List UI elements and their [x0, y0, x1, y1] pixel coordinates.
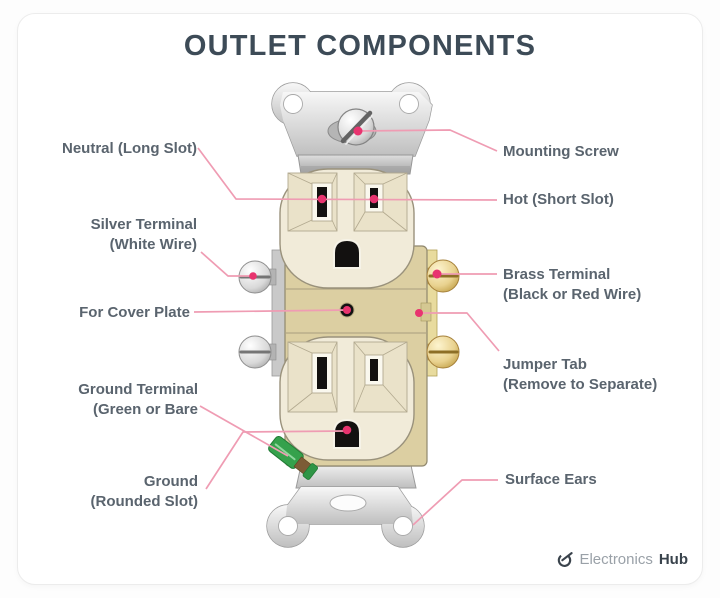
surface-ear-hole: [278, 516, 298, 536]
neutral-slot: [317, 357, 327, 389]
label-neutral-long-slot: Neutral (Long Slot): [62, 140, 197, 157]
strap-ear-hole: [399, 94, 419, 114]
leader-line-silver-terminal: [200, 251, 251, 277]
ground-slot: [333, 238, 361, 269]
label-for-cover-plate: For Cover Plate: [79, 304, 190, 321]
marker-dots: [249, 126, 442, 435]
leader-line-surface-ears: [412, 479, 498, 526]
marker-dot-jumper-tab: [415, 309, 423, 317]
surface-ear-hole: [393, 516, 413, 536]
leader-line-neutral-hot: [197, 147, 498, 201]
upper-receptacle: [279, 168, 415, 289]
brand-suffix: Hub: [658, 551, 688, 568]
marker-dot-silver-terminal: [249, 272, 257, 280]
label-ground-terminal: Ground Terminal (Green or Bare: [78, 381, 198, 418]
leader-line-mounting-screw: [357, 129, 498, 152]
leader-line-jumper-tab: [419, 312, 500, 352]
marker-dot-cover-plate: [343, 306, 351, 314]
marker-dot-neutral-slot: [317, 194, 327, 204]
mounting-strap-bottom: [266, 460, 425, 548]
label-jumper-tab: Jumper Tab (Remove to Separate): [503, 356, 658, 393]
marker-dot-mounting-screw: [353, 126, 363, 136]
leader-line-ground-slot: [205, 430, 345, 490]
label-mounting-screw: Mounting Screw: [503, 143, 619, 160]
lower-receptacle: [279, 336, 415, 461]
marker-dot-ground-slot: [342, 425, 352, 435]
electronics-hub-icon: [558, 552, 574, 567]
page-title: OUTLET COMPONENTS: [183, 30, 537, 62]
brand-name: Electronics: [579, 551, 653, 568]
label-brass-terminal: Brass Terminal (Black or Red Wire): [503, 266, 642, 303]
leader-lines: [193, 129, 500, 526]
mounting-strap-top: [271, 82, 433, 175]
leader-line-cover-plate: [193, 309, 348, 313]
brand-logo: Electronics Hub: [556, 551, 688, 568]
label-ground-rounded-slot: Ground (Rounded Slot): [90, 473, 198, 510]
ground-terminal-screw: [268, 436, 319, 480]
strap-oval-slot: [329, 494, 367, 512]
label-surface-ears: Surface Ears: [505, 471, 597, 488]
marker-dot-brass-terminal: [432, 269, 442, 279]
label-hot-short-slot: Hot (Short Slot): [503, 191, 614, 208]
label-silver-terminal: Silver Terminal (White Wire): [90, 216, 197, 253]
strap-ear-hole: [283, 94, 303, 114]
hot-slot: [370, 359, 378, 381]
marker-dot-hot-slot: [369, 194, 379, 204]
silver-terminal-screws: [238, 260, 277, 369]
leader-line-ground-terminal: [199, 405, 289, 457]
